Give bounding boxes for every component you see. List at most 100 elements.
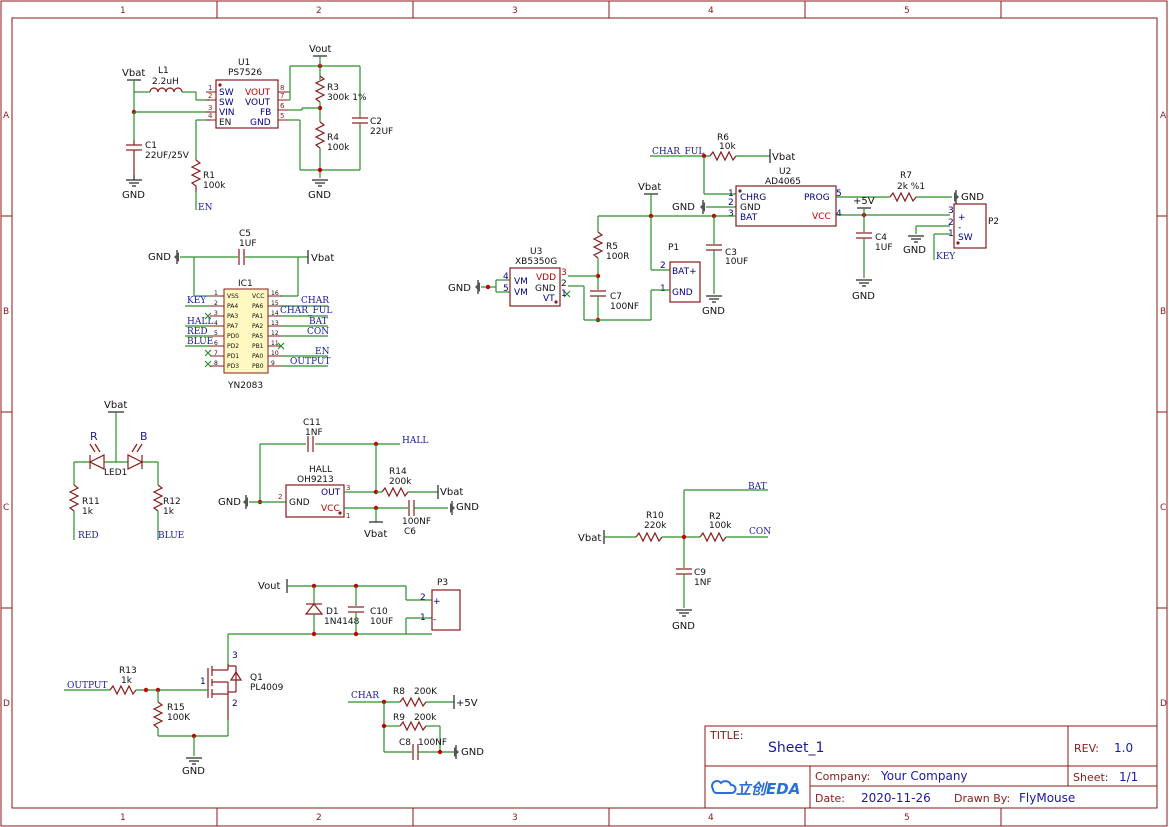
- u1-pin1: 1: [208, 84, 212, 92]
- q1-pin2: 2: [232, 699, 238, 709]
- date-label: Date:: [815, 792, 845, 805]
- ic1-left-pin-num: 3: [214, 310, 218, 317]
- rev-value: 1.0: [1114, 741, 1133, 755]
- net-hall-ic1: HALL: [187, 317, 213, 327]
- capacitor-c11: C11 1NF: [303, 418, 323, 452]
- c6-ref: C6: [404, 527, 416, 537]
- led-block: Vbat LED1 R B R11 1k R12 1k RED BLUE: [68, 400, 184, 541]
- u1-pin-vout1: VOUT: [245, 88, 271, 98]
- r13-ref: R13: [119, 666, 137, 676]
- u3-pin-gnd: GND: [535, 284, 556, 294]
- ic1-ref: IC1: [238, 279, 253, 289]
- resistor-r10: R10 220k: [635, 511, 667, 543]
- zone-col-3-bottom: 3: [512, 813, 518, 823]
- c4-ref: C4: [875, 233, 887, 243]
- zone-col-1: 1: [120, 6, 126, 16]
- vout-label-out: Vout: [258, 581, 281, 592]
- u1-pin6: 6: [280, 102, 285, 110]
- u3-pin5: 5: [503, 284, 509, 294]
- vbat-label-u1: Vbat: [122, 68, 145, 79]
- r1-value: 100k: [203, 181, 226, 191]
- r11-value: 1k: [82, 507, 94, 517]
- ic-u3: U3 XB5350G VM VM VDD GND VT 4 5 3 2 1: [503, 247, 567, 307]
- ic1-left-pin-name: PD0: [227, 333, 239, 340]
- diode-d1: D1 1N4148: [304, 603, 360, 627]
- gnd-label-hall: GND: [218, 497, 241, 508]
- c1-value: 22UF/25V: [145, 151, 190, 161]
- ic1-right-pin-name: VCC: [252, 293, 264, 300]
- net-bat-ic1: BAT: [309, 317, 328, 327]
- gnd-label-u3: GND: [448, 283, 471, 294]
- ic1-left-pin-name: PA3: [227, 313, 238, 320]
- zone-labels: 1 2 3 4 5 1 2 3 4 5 A B C D A B C D: [3, 6, 1167, 823]
- r4-value: 100k: [327, 143, 350, 153]
- led1-b-label: B: [140, 430, 148, 443]
- resistor-r12: R12 1k: [152, 484, 181, 517]
- gnd-label-c6: GND: [456, 502, 479, 513]
- ic-u2: U2 AD4065 CHRG GND BAT PROG VCC 1 2 3 5 …: [728, 167, 842, 227]
- hall-pin-vcc: VCC: [321, 504, 340, 514]
- c9-value: 1NF: [694, 578, 712, 588]
- p1-pin-gnd: GND: [672, 288, 693, 298]
- capacitor-c6: 100NF C6: [402, 500, 431, 537]
- r4-ref: R4: [327, 133, 339, 143]
- ic1-net-labels: KEY HALL RED BLUE CHAR CHAR_FUL BAT CON …: [185, 296, 332, 368]
- u3-pin-vt: VT: [543, 294, 555, 304]
- u2-pin3: 3: [728, 209, 734, 219]
- zone-row-a: A: [3, 111, 10, 121]
- vbat-label-c5: Vbat: [311, 253, 334, 264]
- vbat-label-led: Vbat: [104, 400, 127, 411]
- r11-ref: R11: [82, 497, 100, 507]
- net-char-div: CHAR: [351, 691, 379, 701]
- zone-row-b: B: [3, 307, 9, 317]
- gnd-label-c1: GND: [122, 190, 145, 201]
- hall-pin-out: OUT: [321, 488, 341, 498]
- u1-pin3: 3: [208, 104, 212, 112]
- net-con-ic1: CON: [307, 327, 329, 337]
- u3-pin-vm1: VM: [514, 277, 528, 287]
- gnd-symbol-c9: GND: [672, 609, 695, 632]
- resistor-r8: R8 200K: [393, 687, 438, 708]
- u3-ref: U3: [530, 247, 542, 257]
- r6-value: 10k: [719, 142, 736, 152]
- ic1-left-pin-num: 4: [214, 320, 218, 327]
- ic1-left-pin-num: 5: [214, 330, 218, 337]
- hall-ref: HALL: [309, 465, 332, 475]
- ic1-right-pin-name: PB1: [252, 343, 264, 350]
- gnd-symbol-q1: GND: [182, 757, 205, 777]
- ic1-right-pin-num: 9: [271, 360, 275, 367]
- mosfet-q1: Q1 PL4009 3 1 2: [200, 651, 284, 720]
- r15-ref: R15: [167, 703, 185, 713]
- zone-col-3: 3: [512, 6, 518, 16]
- output-block: Vout D1 1N4148 C10 10UF P3 + - 2 1: [64, 578, 461, 777]
- q1-ref: Q1: [250, 673, 263, 683]
- l1-ref: L1: [158, 66, 169, 76]
- vbat-label-u3: Vbat: [638, 182, 661, 193]
- net-output-ic1: OUTPUT: [290, 357, 330, 367]
- net-blue-ic1: BLUE: [187, 337, 213, 347]
- c5-value: 1UF: [239, 239, 257, 249]
- u2-pin1: 1: [728, 189, 734, 199]
- ic1-left-pin-num: 1: [214, 290, 218, 297]
- ic1-right-pin-name: PA0: [252, 353, 263, 360]
- boost-converter-block: Vbat L1 2.2uH C1 22UF/25V GND R1 100k: [122, 44, 393, 213]
- drawn-by-label: Drawn By:: [954, 792, 1010, 805]
- battery-protection-block: Vbat C3 10UF GND P1 BAT+ GND 2 1 R5 100R: [448, 182, 748, 323]
- net-char-ic1: CHAR: [301, 296, 329, 306]
- r9-ref: R9: [393, 713, 405, 723]
- u1-part: PS7526: [228, 68, 262, 78]
- c5-ref: C5: [239, 229, 251, 239]
- u2-pin4: 4: [836, 209, 842, 219]
- ic1-left-pin-name: PA4: [227, 303, 238, 310]
- u3-pin1: 1: [561, 289, 567, 299]
- vbat-label-r6: Vbat: [772, 152, 795, 163]
- net-con-sense: CON: [749, 527, 771, 537]
- r3-ref: R3: [327, 83, 339, 93]
- net-en-u1: EN: [198, 203, 213, 213]
- c11-ref: C11: [303, 418, 321, 428]
- r2-ref: R2: [709, 512, 721, 522]
- r6-ref: R6: [717, 133, 729, 143]
